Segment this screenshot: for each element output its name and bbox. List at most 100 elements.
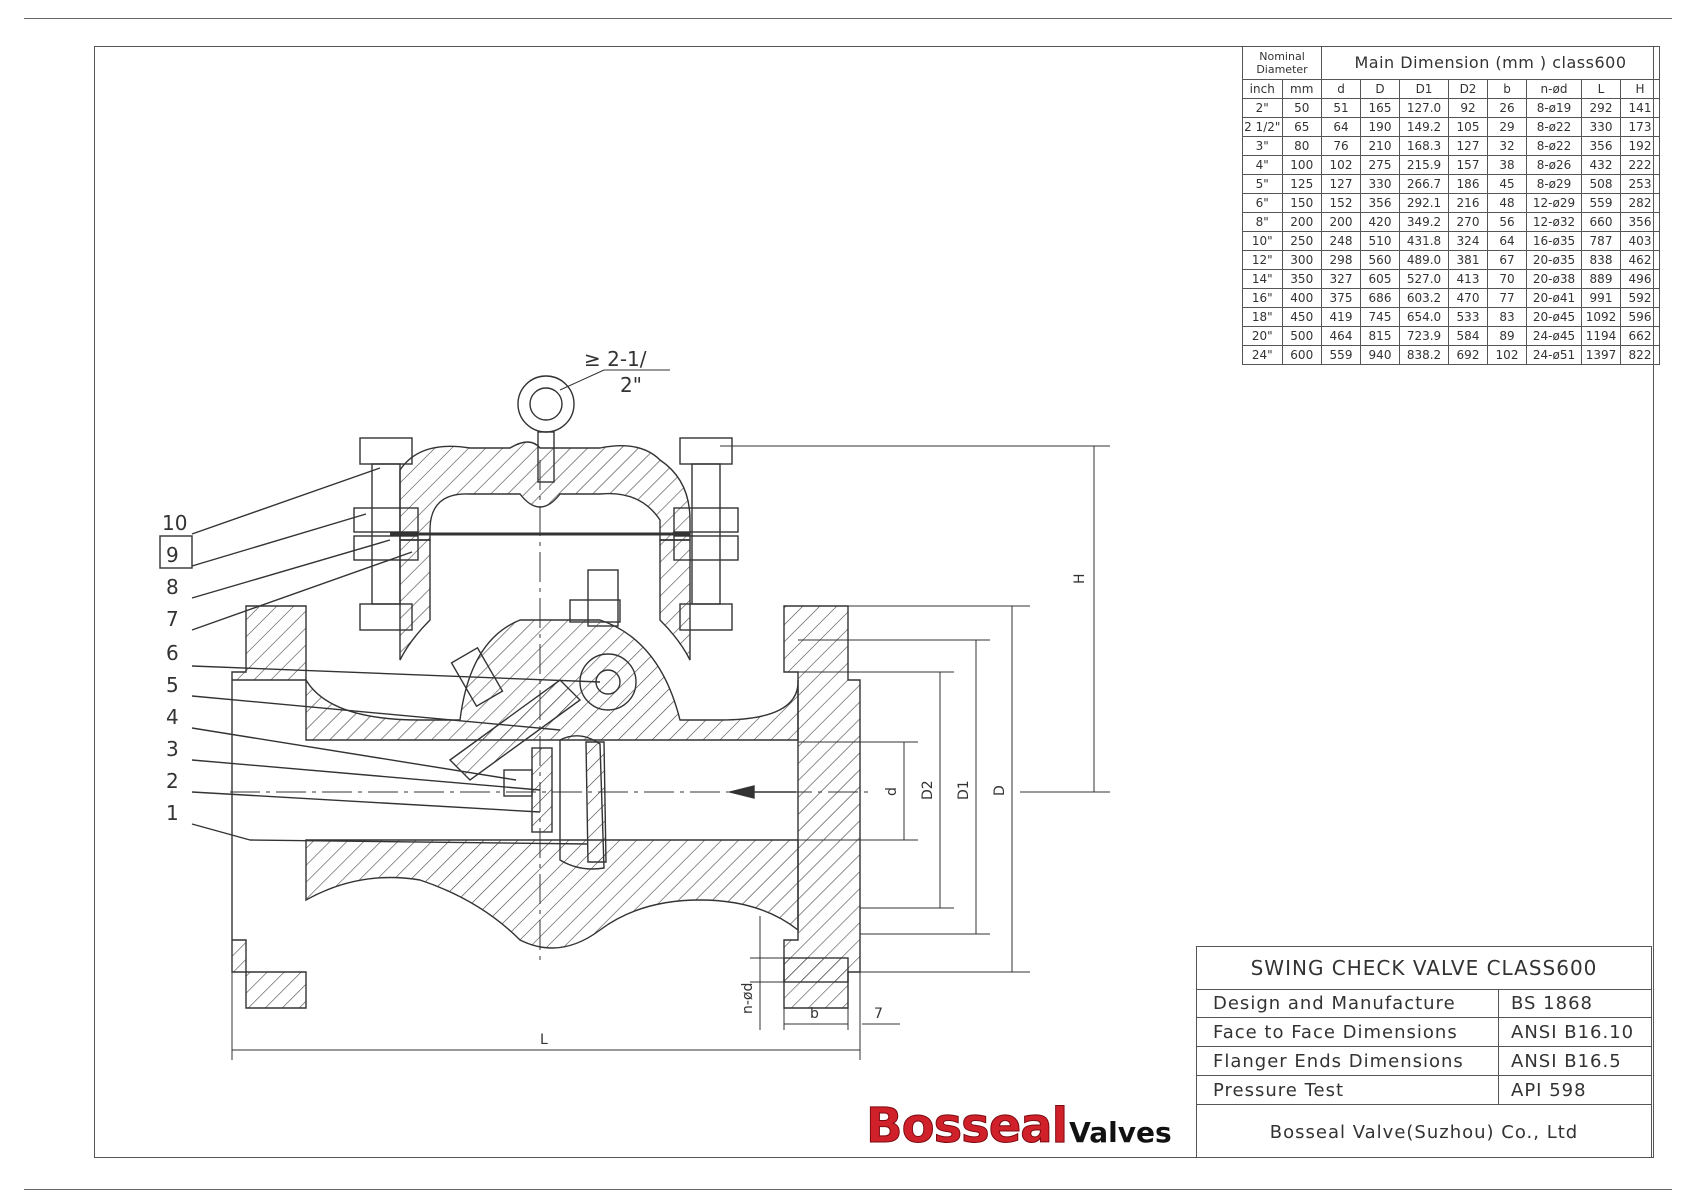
table-cell: 18" — [1242, 307, 1283, 327]
table-cell: 292.1 — [1399, 193, 1449, 213]
table-cell: 102 — [1487, 345, 1527, 365]
drawing-title: SWING CHECK VALVE CLASS600 — [1197, 947, 1651, 990]
table-cell: 270 — [1448, 212, 1488, 232]
dim-H: H — [1072, 573, 1088, 584]
table-cell: 222 — [1620, 155, 1660, 175]
table-cell: 431.8 — [1399, 231, 1449, 251]
table-cell: 210 — [1360, 136, 1400, 156]
table-cell: 1194 — [1581, 326, 1621, 346]
table-cell: 8" — [1242, 212, 1283, 232]
callout-6: 6 — [166, 641, 179, 665]
callout-10: 10 — [162, 511, 187, 535]
table-cell: 186 — [1448, 174, 1488, 194]
table-cell: 192 — [1620, 136, 1660, 156]
table-cell: 500 — [1281, 326, 1322, 346]
table-cell: 215.9 — [1399, 155, 1449, 175]
table-cell: 692 — [1448, 345, 1488, 365]
table-cell: 1397 — [1581, 345, 1621, 365]
standards-table: Design and Manufacture BS 1868 Face to F… — [1197, 989, 1651, 1105]
table-cell: 6" — [1242, 193, 1283, 213]
logo-main-text: Bosseal — [865, 1098, 1068, 1155]
table-cell: 403 — [1620, 231, 1660, 251]
table-cell: 508 — [1581, 174, 1621, 194]
left-bolt-nut-bottom — [359, 603, 413, 631]
table-cell: 76 — [1321, 136, 1361, 156]
dim-b: b — [810, 1006, 819, 1022]
left-bolt-nut-top — [359, 437, 413, 465]
callout-8: 8 — [166, 575, 179, 599]
table-cell: 89 — [1487, 326, 1527, 346]
table-cell: 559 — [1321, 345, 1361, 365]
table-cell: 8-ø29 — [1526, 174, 1582, 194]
table-cell: 686 — [1360, 288, 1400, 308]
table-cell: 596 — [1620, 307, 1660, 327]
callout-7: 7 — [166, 607, 179, 631]
table-cell: 420 — [1360, 212, 1400, 232]
table-cell: 8-ø19 — [1526, 98, 1582, 118]
table-cell: 157 — [1448, 155, 1488, 175]
left-flange — [231, 605, 307, 1009]
table-cell: 150 — [1281, 193, 1322, 213]
table-cell: 102 — [1321, 155, 1361, 175]
table-cell: 381 — [1448, 250, 1488, 270]
right-bolt-nut-bottom — [679, 603, 733, 631]
table-cell: 16-ø35 — [1526, 231, 1582, 251]
standard-label: Face to Face Dimensions — [1197, 1017, 1499, 1047]
table-cell: 70 — [1487, 269, 1527, 289]
table-cell: 300 — [1281, 250, 1322, 270]
table-cell: 584 — [1448, 326, 1488, 346]
standard-value: BS 1868 — [1498, 989, 1651, 1018]
bosseal-logo: BossealValves — [865, 1098, 1171, 1155]
eyebolt-note-1: ≥ 2-1/ — [584, 347, 647, 371]
table-cell: 662 — [1620, 326, 1660, 346]
table-cell: 400 — [1281, 288, 1322, 308]
table-cell: 92 — [1448, 98, 1488, 118]
table-cell: 327 — [1321, 269, 1361, 289]
right-bolt-shaft — [691, 463, 721, 605]
table-cell: 5" — [1242, 174, 1283, 194]
table-cell: 745 — [1360, 307, 1400, 327]
eyebolt-ring — [517, 375, 575, 433]
table-cell: 64 — [1487, 231, 1527, 251]
table-cell: 67 — [1487, 250, 1527, 270]
table-cell: 375 — [1321, 288, 1361, 308]
table-cell: 292 — [1581, 98, 1621, 118]
table-cell: 24" — [1242, 345, 1283, 365]
callout-1: 1 — [166, 801, 179, 825]
table-cell: 889 — [1581, 269, 1621, 289]
table-cell: 2 1/2" — [1242, 117, 1283, 137]
callout-2: 2 — [166, 769, 179, 793]
table-cell: 356 — [1360, 193, 1400, 213]
table-cell: 330 — [1360, 174, 1400, 194]
disc-arm — [448, 679, 582, 781]
table-cell: 450 — [1281, 307, 1322, 327]
table-cell: 105 — [1448, 117, 1488, 137]
dimension-labels: H d D2 D1 D L b n-ød 7 — [540, 573, 1088, 1048]
table-cell: 165 — [1360, 98, 1400, 118]
table-cell: 3" — [1242, 136, 1283, 156]
standard-row: Face to Face Dimensions ANSI B16.10 — [1197, 1017, 1651, 1047]
table-cell: 560 — [1360, 250, 1400, 270]
table-cell: 64 — [1321, 117, 1361, 137]
table-cell: 127 — [1321, 174, 1361, 194]
dim-D: D — [992, 785, 1008, 796]
table-cell: 16" — [1242, 288, 1283, 308]
table-cell: 266.7 — [1399, 174, 1449, 194]
table-cell: 56 — [1487, 212, 1527, 232]
table-cell: 592 — [1620, 288, 1660, 308]
table-cell: 125 — [1281, 174, 1322, 194]
callout-5: 5 — [166, 673, 179, 697]
table-cell: 168.3 — [1399, 136, 1449, 156]
table-cell: 29 — [1487, 117, 1527, 137]
